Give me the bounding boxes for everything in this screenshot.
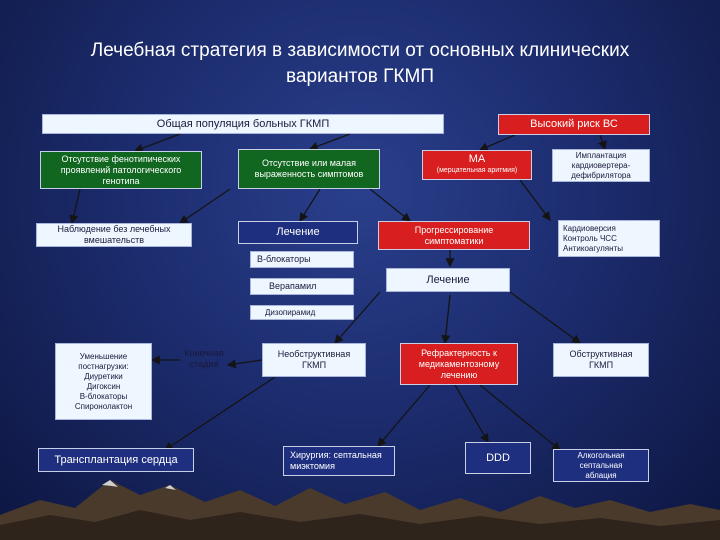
node-ddd: DDD [465,442,531,474]
node-obstructive: Обструктивная ГКМП [553,343,649,377]
node-no-symptoms: Отсутствие или малая выраженность симпто… [238,149,380,189]
node-population-label: Общая популяция больных ГКМП [156,117,330,130]
arrow-nonobstructive-to-transplant [163,376,276,451]
node-load-reduction-l1: Уменьшение [79,351,128,361]
node-beta-blockers: В-блокаторы [250,251,354,268]
node-population: Общая популяция больных ГКМП [42,114,444,134]
arrow-treatment-to-refractory [441,294,451,345]
arrow-population-to-symptoms [308,133,351,151]
node-progression-l2: симптоматики [424,235,484,246]
arrow-phenotype-to-observation [69,188,81,225]
node-end-stage-l1: Конечная [184,348,224,358]
arrow-refractory-to-alcohol [479,384,562,451]
node-no-phenotype: Отсутствие фенотипических проявлений пат… [40,151,202,189]
node-alcohol-l3: аблация [585,470,617,480]
node-surgery-l1: Хирургия: септальная [290,450,382,460]
node-load-reduction-l6: Спиронолактон [74,401,133,411]
node-alcohol-l2: септальная [579,460,623,470]
arrow-symptoms-to-treatment [299,188,321,223]
node-disopyramide: Дизопирамид [250,305,354,320]
node-alcohol-l1: Алкогольная [577,450,625,460]
node-progression: Прогрессирование симптоматики [378,221,530,250]
node-treatment-2: Лечение [386,268,510,292]
node-load-reduction-l3: Диуретики [84,371,123,381]
node-obstructive-l2: ГКМП [588,360,614,370]
arrow-nonobstructive-to-endstage [226,359,263,369]
node-ma-main: МА [468,153,486,165]
node-no-phenotype-l2: проявлений патологического [60,164,182,175]
node-icd-l1: Имплантация [575,150,627,160]
node-end-stage-l2: стадия [189,359,219,369]
arrow-refractory-to-ddd [454,384,489,444]
node-non-obstructive-l1: Необструктивная [277,349,351,359]
node-load-reduction-l4: Дигоксин [86,381,121,391]
arrow-highrisk-to-ma [478,134,516,152]
node-no-symptoms-l2: выраженность симптомов [254,169,364,179]
node-ma-sub: (мерцательная аритмия) [436,167,518,174]
node-cardioversion-l1: Кардиоверсия [563,223,616,233]
node-beta-blockers-label: В-блокаторы [257,254,311,264]
node-treatment-1: Лечение [238,221,358,244]
node-treatment-1-label: Лечение [276,226,320,238]
node-refractory-l1: Рефрактерность к [421,347,497,358]
arrow-population-to-phenotype [133,133,181,153]
node-non-obstructive-l2: ГКМП [301,360,327,370]
node-alcohol: Алкогольная септальная аблация [553,449,649,482]
title-line-2: вариантов ГКМП [286,66,434,87]
node-transplant: Трансплантация сердца [38,448,194,472]
node-disopyramide-label: Дизопирамид [265,308,316,317]
node-observation: Наблюдение без лечебных вмешательств [36,223,192,247]
arrow-symptoms-to-observation [178,188,231,224]
node-treatment-2-label: Лечение [426,273,470,286]
page-title: Лечебная стратегия в зависимости от осно… [40,38,680,90]
arrow-refractory-to-surgery [377,384,431,447]
node-verapamil: Верапамил [250,278,354,295]
node-load-reduction-l5: В-блокаторы [79,391,128,401]
node-refractory-l2: медикаментозному [418,358,500,369]
node-icd-l2: кардиовертера- [571,160,631,170]
node-progression-l1: Прогрессирование [414,224,494,235]
node-observation-l2: вмешательств [84,235,144,245]
arrow-symptoms-to-progression [369,188,412,222]
node-load-reduction-l2: постнагрузки: [78,361,129,371]
node-observation-l1: Наблюдение без лечебных [57,224,171,234]
node-transplant-label: Трансплантация сердца [54,453,178,466]
node-no-phenotype-l1: Отсутствие фенотипических [61,153,181,164]
arrow-ma-to-cardioversion [519,179,551,222]
node-load-reduction: Уменьшение постнагрузки: Диуретики Дигок… [55,343,152,420]
node-no-symptoms-l1: Отсутствие или малая [261,158,357,168]
node-surgery-l2: миэктомия [290,461,335,471]
node-no-phenotype-l3: генотипа [102,175,140,186]
title-line-1: Лечебная стратегия в зависимости от осно… [90,40,630,61]
node-end-stage: Конечная стадия [180,344,228,374]
arrow-highrisk-to-icd [598,134,607,151]
node-high-risk: Высокий риск ВС [498,114,650,135]
node-non-obstructive: Необструктивная ГКМП [262,343,366,377]
node-refractory-l3: лечению [440,369,478,380]
node-cardioversion: Кардиоверсия Контроль ЧСС Антикоагулянты [558,220,660,257]
node-cardioversion-l2: Контроль ЧСС [563,233,617,243]
node-high-risk-label: Высокий риск ВС [530,118,618,130]
node-ddd-label: DDD [486,451,510,464]
node-icd: Имплантация кардиовертера- дефибрилятора [552,149,650,182]
mountain-landscape [0,480,720,540]
node-obstructive-l1: Обструктивная [569,349,633,359]
node-refractory: Рефрактерность к медикаментозному лечени… [400,343,518,385]
arrow-treatment-to-obstructive [509,291,582,344]
arrow-treatment-to-nonobstructive [334,291,381,344]
node-ma: МА (мерцательная аритмия) [422,150,532,180]
node-surgery: Хирургия: септальная миэктомия [283,446,395,476]
node-cardioversion-l3: Антикоагулянты [563,243,623,253]
node-icd-l3: дефибрилятора [571,170,631,180]
node-verapamil-label: Верапамил [269,281,317,291]
